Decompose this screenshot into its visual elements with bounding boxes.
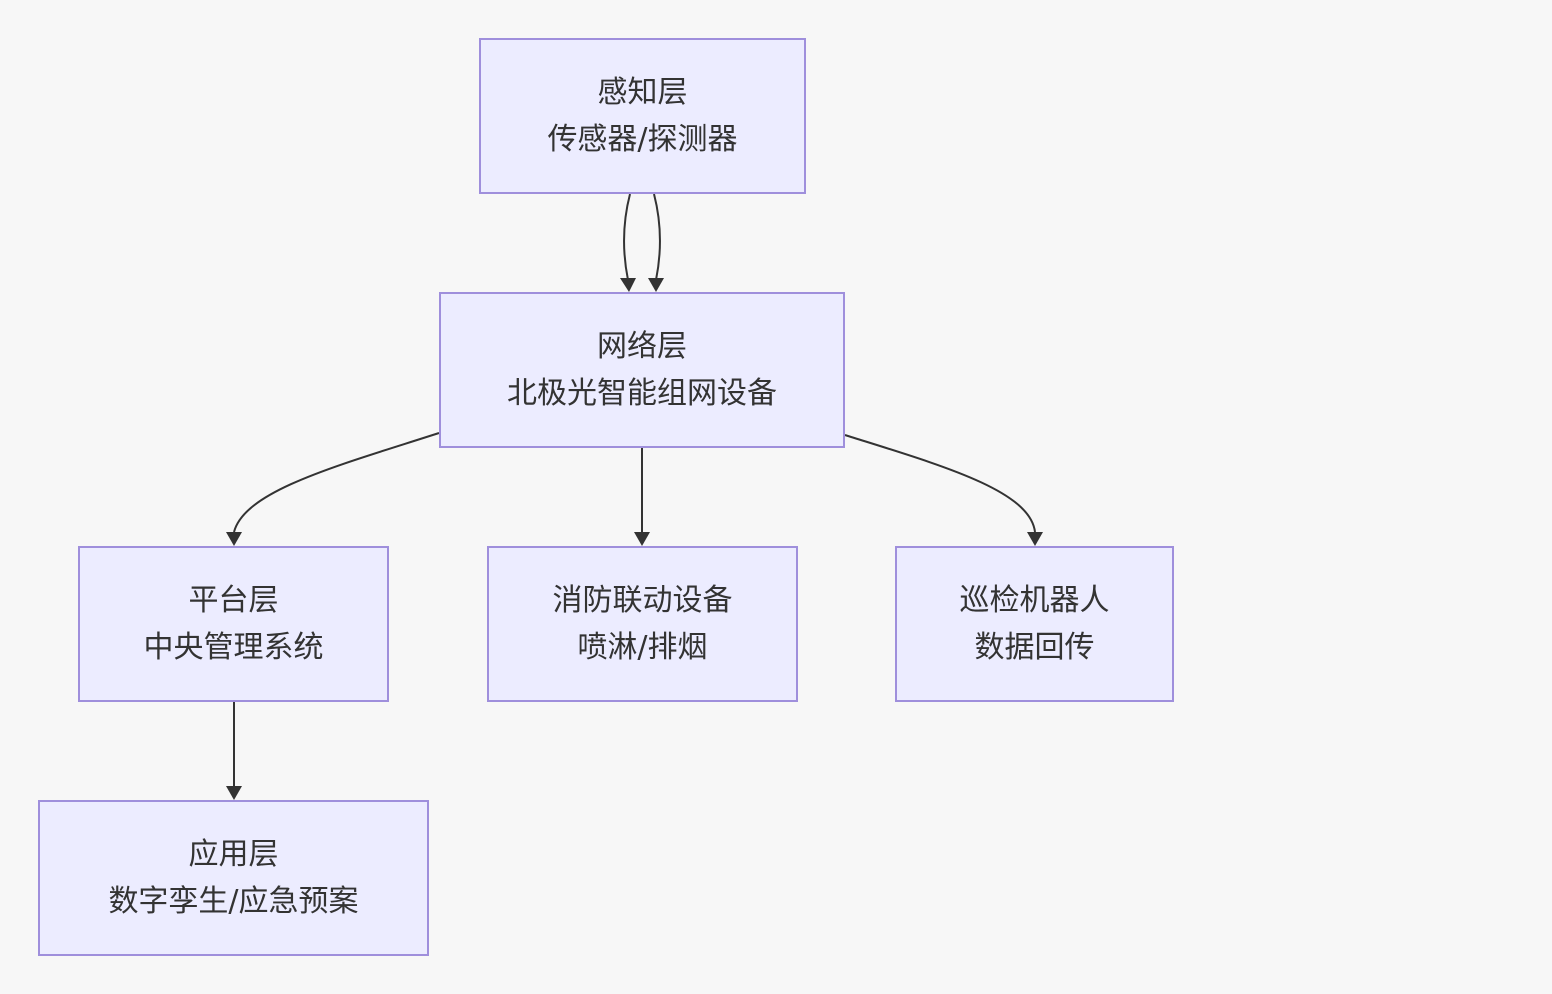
arrowhead-sense-network-2 [648,278,664,292]
node-network-layer[interactable]: 网络层 北极光智能组网设备 [439,292,845,448]
node-title: 应用层 [188,837,279,872]
arrowhead-sense-network-1 [620,278,636,292]
node-inspection-robot[interactable]: 巡检机器人 数据回传 [895,546,1174,702]
node-subtitle: 数字孪生/应急预案 [108,884,359,919]
node-subtitle: 喷淋/排烟 [577,630,708,665]
edge-network-robot [844,434,1036,533]
node-title: 消防联动设备 [552,583,733,618]
node-application-layer[interactable]: 应用层 数字孪生/应急预案 [38,800,429,956]
node-title: 感知层 [597,75,688,110]
arrowhead-network-platform [226,532,242,546]
arrowhead-network-fire [634,532,650,546]
node-platform-layer[interactable]: 平台层 中央管理系统 [78,546,389,702]
node-title: 网络层 [597,329,687,364]
arrowhead-network-robot [1027,532,1043,546]
edge-network-platform [233,432,440,533]
node-perception-layer[interactable]: 感知层 传感器/探测器 [479,38,806,194]
node-subtitle: 北极光智能组网设备 [507,376,777,411]
node-title: 平台层 [188,583,279,618]
node-subtitle: 传感器/探测器 [547,122,738,157]
edge-sense-network-1 [623,193,631,281]
arrowhead-platform-app [226,786,242,800]
node-subtitle: 中央管理系统 [143,630,324,665]
node-subtitle: 数据回传 [974,630,1095,665]
node-title: 巡检机器人 [959,583,1110,618]
node-fire-linkage-devices[interactable]: 消防联动设备 喷淋/排烟 [487,546,798,702]
edge-sense-network-2 [653,193,661,281]
